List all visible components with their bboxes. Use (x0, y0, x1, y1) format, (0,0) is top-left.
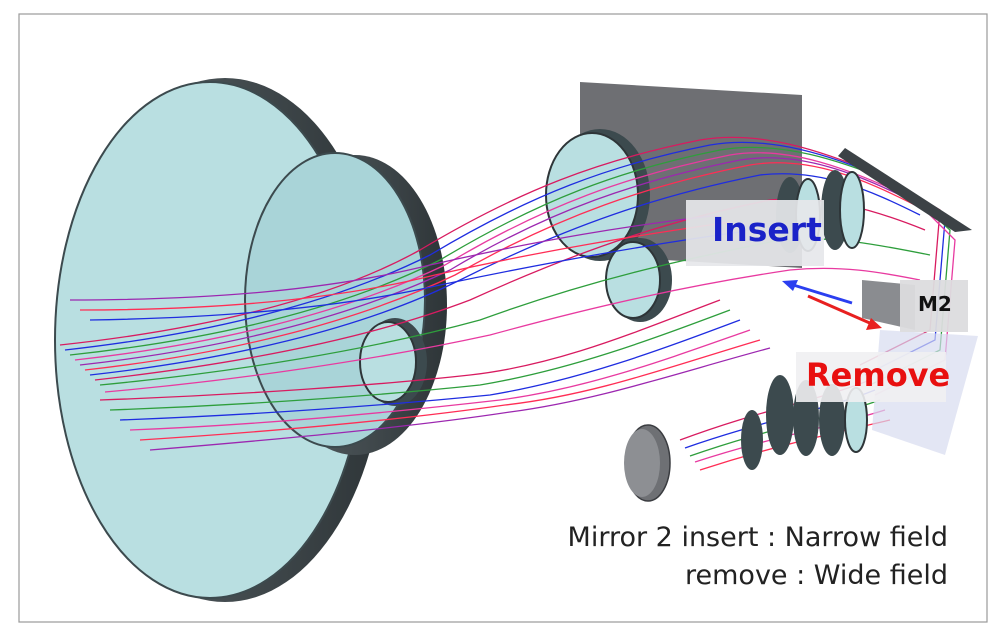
insert-arrowhead (782, 280, 798, 291)
remove-label-bg (796, 352, 946, 402)
m2-label-bg (900, 280, 968, 332)
remove-label: Remove (806, 356, 951, 394)
lower-lens-e (741, 410, 763, 470)
insert-label: Insert (712, 210, 822, 249)
upper-lens-d (839, 171, 865, 249)
caption-line-2: remove : Wide field (685, 560, 948, 591)
caption-line-1: Mirror 2 insert : Narrow field (567, 522, 948, 553)
ray-bundle-main (59, 136, 931, 451)
fold-mirror-right (838, 148, 972, 232)
lower-lens-a (766, 375, 794, 455)
small-lens-1-face (359, 321, 417, 403)
m2-label: M2 (918, 292, 952, 316)
remove-arrow (807, 294, 873, 326)
detector-face (624, 429, 660, 497)
small-lens-2-face (605, 241, 661, 319)
insert-label-bg (686, 200, 824, 266)
remove-arrowhead (866, 318, 882, 330)
small-lens-2 (605, 238, 672, 322)
insert-arrow (789, 282, 853, 305)
detector (624, 424, 671, 502)
